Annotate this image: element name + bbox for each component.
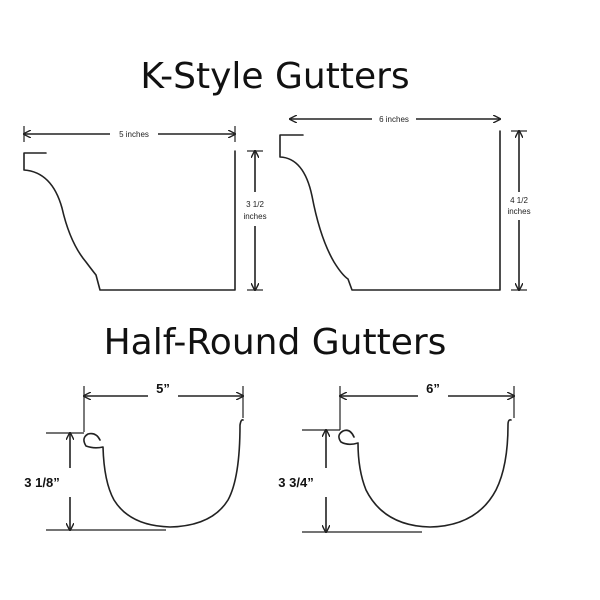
kstyle-5in-height-label-1: 3 1/2 [246,200,264,209]
halfround-6in-width-label: 6” [426,381,440,396]
halfround-5in-diagram: 5” 3 1/8” [24,381,243,530]
halfround-6in-height-label: 3 3/4” [278,475,313,490]
kstyle-6in-height-label-2: inches [507,207,530,216]
halfround-6in-diagram: 6” 3 3/4” [278,381,514,532]
halfround-5in-width-label: 5” [156,381,170,396]
halfround-5in-height-label: 3 1/8” [24,475,59,490]
kstyle-6in-height-label-1: 4 1/2 [510,196,528,205]
kstyle-5in-height-label-2: inches [243,212,266,221]
kstyle-6in-profile [279,130,501,291]
kstyle-5in-width-label: 5 inches [119,130,149,139]
halfround-5in-profile [83,419,244,528]
kstyle-6in-diagram: 6 inches 4 1/2 inches [279,115,531,291]
kstyle-heading: K-Style Gutters [140,56,410,97]
halfround-6in-profile [338,419,512,528]
kstyle-6in-width-label: 6 inches [379,115,409,124]
kstyle-5in-profile [23,150,236,291]
halfround-heading: Half-Round Gutters [103,322,447,363]
kstyle-5in-diagram: 5 inches 3 1/2 inches [24,126,267,290]
